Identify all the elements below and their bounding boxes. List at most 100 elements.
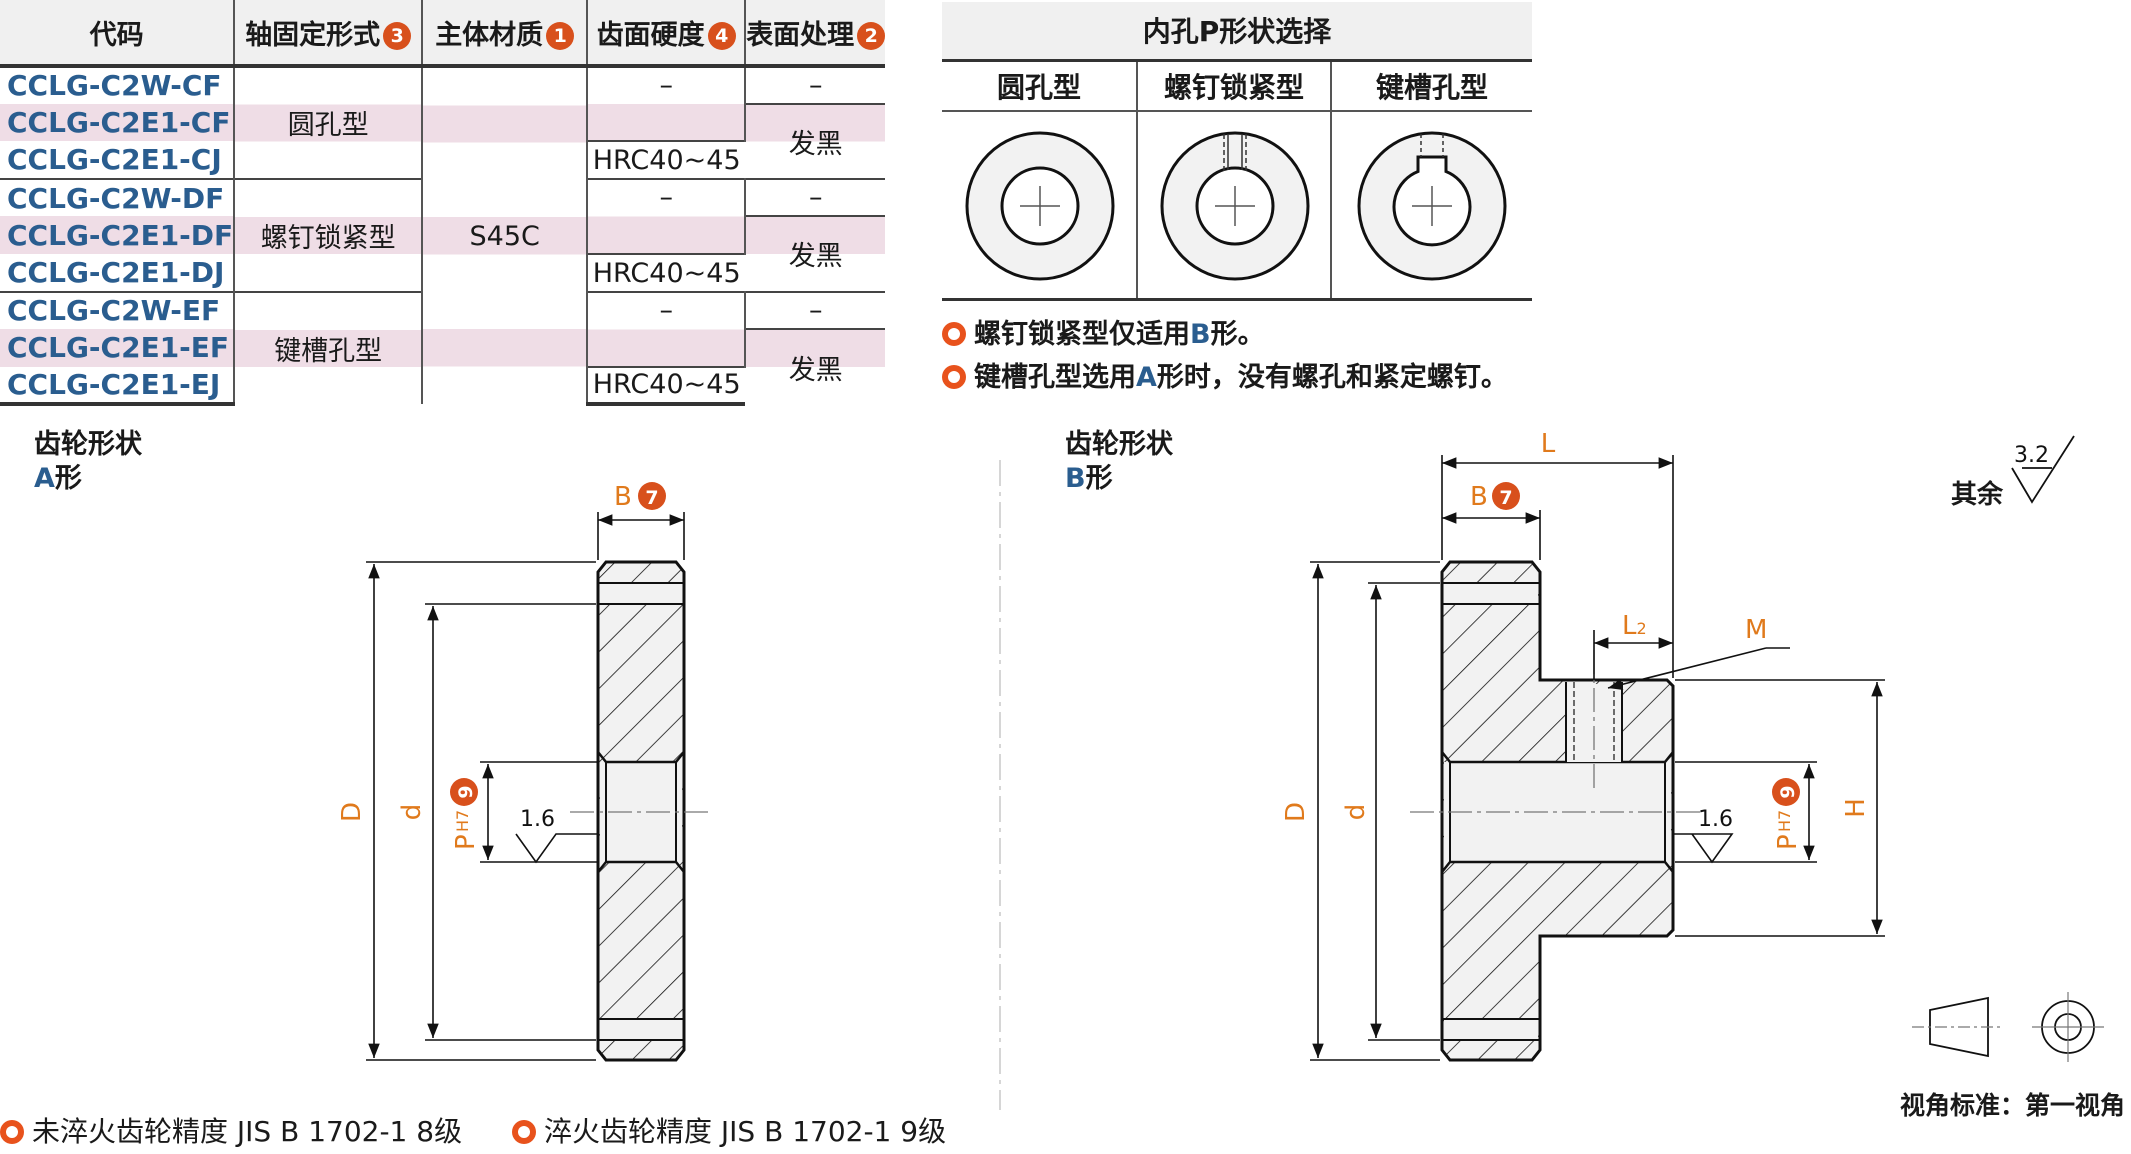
surface-value: – <box>745 65 886 104</box>
hardness-value: HRC40~45 <box>587 140 746 179</box>
footer-note-hardened: 淬火齿轮精度 JIS B 1702-1 9级 <box>512 1110 946 1150</box>
dim-l2-label: L2 <box>1622 611 1647 641</box>
col-header-code: 代码 <box>0 0 236 68</box>
surface-value: 发黑 <box>745 215 886 292</box>
gear-a-dimensions <box>366 512 685 1061</box>
spec-badge: 2 <box>857 21 886 50</box>
keyway-bore-icon <box>1357 131 1507 281</box>
bore-panel-divider <box>942 298 1532 301</box>
dim-badge-icon <box>1492 482 1520 510</box>
product-code: CCLG-C2E1-DJ <box>0 253 236 292</box>
surface-value: – <box>745 290 886 330</box>
svg-text:9: 9 <box>455 785 477 798</box>
hardness-value: HRC40~45 <box>587 252 746 292</box>
dim-p-label: P H7 9 <box>450 778 481 850</box>
product-code: CCLG-C2W-EF <box>0 290 236 330</box>
bullet-icon <box>942 365 966 389</box>
bullet-icon <box>942 322 966 346</box>
dim-badge: 7 <box>1499 487 1512 509</box>
bore-type-label: 圆孔型 <box>942 62 1136 112</box>
dim-h-label: H <box>1841 798 1871 818</box>
dim-d-pitch-label: d <box>397 804 427 821</box>
bore-type-label: 螺钉锁紧型 <box>1138 62 1330 112</box>
table-row: CCLG-C2E1-EF 发黑 <box>0 328 886 405</box>
roughness-bore-b: 1.6 <box>1698 807 1733 832</box>
product-code: CCLG-C2E1-CF <box>0 103 236 142</box>
product-code: CCLG-C2E1-EF <box>0 329 236 367</box>
table-row: CCLG-C2E1-DJ HRC40~45 <box>0 252 885 292</box>
note-set-screw: 螺钉锁紧型仅适用B形。 <box>942 312 1265 351</box>
hardness-value: – <box>587 177 747 254</box>
note-keyway: 键槽孔型选用A形时，没有螺孔和紧定螺钉。 <box>942 355 1508 394</box>
dim-l-label: L <box>1541 429 1556 459</box>
hardness-value: – <box>587 290 747 367</box>
bore-type-set-screw: 螺钉锁紧型 <box>1138 62 1332 298</box>
dim-badge-icon <box>638 482 666 510</box>
dim-d-major-label: D <box>337 802 367 822</box>
figure-b-label: 齿轮形状 B形 <box>1065 429 1173 494</box>
material-value: S45C <box>422 64 589 405</box>
dim-b-label: B <box>1470 482 1488 512</box>
table-row: CCLG-C2E1-CF 发黑 <box>0 102 886 179</box>
bore-type-keyway: 键槽孔型 <box>1332 62 1532 298</box>
fixing-type: 螺钉锁紧型 <box>234 177 424 292</box>
table-row: CCLG-C2W-DF 螺钉锁紧型 – – <box>0 177 886 292</box>
roughness-symbol-icon <box>2011 435 2075 504</box>
surface-value: – <box>745 177 886 217</box>
bullet-icon <box>512 1120 536 1144</box>
table-row: CCLG-C2W-CF 圆孔型 S45C – – <box>0 64 886 405</box>
first-angle-projection-icon <box>1912 992 2104 1062</box>
bore-selection-panel: 内孔P形状选择 圆孔型 螺钉锁紧型 键槽孔型 <box>942 0 1532 300</box>
spec-badge: 3 <box>383 21 412 50</box>
surface-value: 发黑 <box>745 102 886 179</box>
svg-text:H7: H7 <box>453 810 472 832</box>
bore-type-round: 圆孔型 <box>942 62 1138 298</box>
hardness-value: – <box>587 64 747 142</box>
footer-note-unhardened: 未淬火齿轮精度 JIS B 1702-1 8级 <box>0 1110 462 1150</box>
roughness-label: 其余 <box>1951 480 2004 510</box>
product-code: CCLG-C2W-DF <box>0 177 236 217</box>
svg-text:P: P <box>451 834 481 850</box>
roughness-bore-a: 1.6 <box>520 807 555 832</box>
product-code: CCLG-C2E1-EJ <box>0 366 236 407</box>
bore-type-label: 键槽孔型 <box>1332 62 1532 112</box>
bullet-icon <box>0 1120 24 1144</box>
gear-b-dimensions <box>1310 455 1885 1061</box>
dim-d-pitch-label: d <box>1341 804 1371 821</box>
dim-p-label: P H7 9 <box>1772 778 1803 850</box>
spec-badge: 1 <box>546 21 575 50</box>
product-code: CCLG-C2W-CF <box>0 65 236 104</box>
gear-a-section <box>570 560 710 1062</box>
bore-panel-title: 内孔P形状选择 <box>942 2 1532 62</box>
roughness-value: 3.2 <box>2014 443 2049 468</box>
round-bore-icon <box>965 131 1115 281</box>
svg-text:H7: H7 <box>1775 810 1794 832</box>
dim-d-major-label: D <box>1281 802 1311 822</box>
table-row: CCLG-C2E1-DF 发黑 <box>0 215 886 292</box>
figure-a-label: 齿轮形状 A形 <box>34 429 142 494</box>
svg-text:P: P <box>1773 834 1803 850</box>
gear-b-section <box>1410 560 1700 1062</box>
surface-value: 发黑 <box>745 328 886 405</box>
fixing-type: 圆孔型 <box>234 65 424 179</box>
svg-text:9: 9 <box>1777 785 1799 798</box>
table-row: CCLG-C2W-EF 键槽孔型 – – <box>0 290 886 405</box>
table-row: CCLG-C2E1-CJ HRC40~45 <box>0 140 885 179</box>
view-standard: 视角标准：第一视角 <box>1900 1091 2126 1120</box>
set-screw-bore-icon <box>1160 131 1310 281</box>
dim-badge: 7 <box>645 487 658 509</box>
product-code: CCLG-C2E1-DF <box>0 216 236 254</box>
dim-m-label: M <box>1745 615 1767 645</box>
fixing-type: 键槽孔型 <box>234 290 424 405</box>
spec-badge: 4 <box>707 21 736 50</box>
hardness-value: HRC40~45 <box>587 365 746 407</box>
dim-b-label: B <box>614 482 632 512</box>
product-code: CCLG-C2E1-CJ <box>0 141 236 179</box>
